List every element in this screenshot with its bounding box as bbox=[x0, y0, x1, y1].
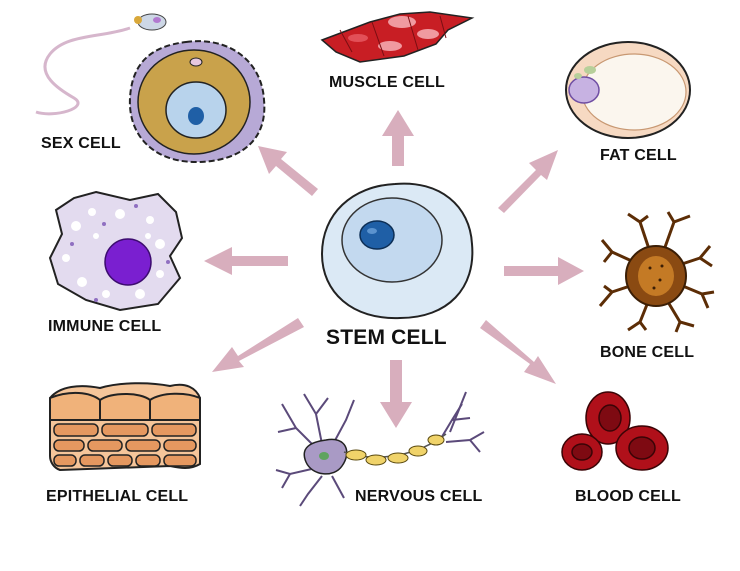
nervous-cell-label: NERVOUS CELL bbox=[355, 488, 483, 505]
sex-cell-label: SEX CELL bbox=[41, 135, 121, 152]
arrow-to-nervous-cell bbox=[380, 360, 412, 428]
sex-cell-illustration bbox=[35, 13, 266, 164]
arrow-to-fat-cell bbox=[498, 150, 558, 213]
immune-cell-label: IMMUNE CELL bbox=[48, 318, 162, 335]
nervous-cell-illustration bbox=[275, 391, 485, 507]
bone-cell-label: BONE CELL bbox=[600, 344, 695, 361]
epithelial-cell-label: EPITHELIAL CELL bbox=[46, 488, 189, 505]
blood-cell-label: BLOOD CELL bbox=[575, 488, 681, 505]
immune-cell-illustration bbox=[48, 190, 184, 312]
differentiation-arrows bbox=[204, 110, 584, 428]
arrow-to-muscle-cell bbox=[382, 110, 414, 166]
muscle-cell-illustration bbox=[320, 11, 475, 63]
arrow-to-epithelial-cell bbox=[212, 318, 304, 372]
stem-cell-illustration bbox=[320, 182, 474, 320]
blood-cell-illustration bbox=[561, 391, 669, 471]
arrow-to-bone-cell bbox=[504, 257, 584, 285]
epithelial-cell-illustration bbox=[49, 382, 201, 472]
arrow-to-immune-cell bbox=[204, 247, 288, 275]
fat-cell-illustration bbox=[565, 41, 691, 139]
arrow-to-blood-cell bbox=[480, 320, 556, 384]
muscle-cell-label: MUSCLE CELL bbox=[329, 74, 445, 91]
stem-cell-label: STEM CELL bbox=[326, 326, 447, 349]
fat-cell-label: FAT CELL bbox=[600, 147, 677, 164]
arrow-to-sex-cell bbox=[258, 146, 318, 196]
bone-cell-illustration bbox=[598, 211, 715, 333]
